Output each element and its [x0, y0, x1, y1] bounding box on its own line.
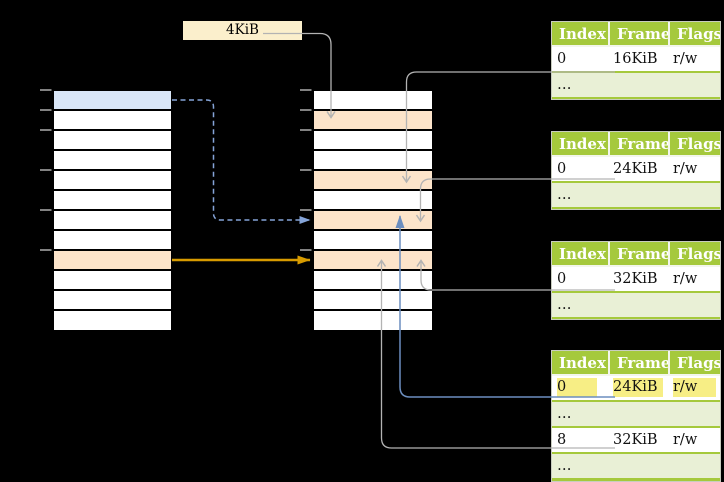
memory-cell-orange — [314, 251, 432, 271]
table-cell — [608, 293, 668, 317]
column-header-flags: Flags — [668, 242, 720, 265]
table-cell — [668, 293, 720, 317]
middle-memory-column — [313, 90, 433, 331]
table-row: 0 24KiB r/w — [552, 157, 720, 183]
memory-cell — [314, 91, 432, 111]
memory-cell — [314, 291, 432, 311]
table-row: … — [552, 293, 720, 317]
table-row: 0 24KiB r/w — [552, 376, 720, 402]
table-cell — [668, 402, 720, 426]
memory-cell — [54, 211, 171, 231]
table-cell: r/w — [673, 432, 698, 448]
memory-cell — [54, 231, 171, 251]
table-row: 0 32KiB r/w — [552, 267, 720, 293]
column-header-flags: Flags — [668, 351, 720, 374]
table-row: … — [552, 73, 720, 97]
table-cell: 24KiB — [608, 376, 668, 400]
memory-cell-orange — [314, 171, 432, 191]
memory-cell — [314, 311, 432, 330]
table-cell: … — [557, 297, 572, 313]
table-cell: 0 — [552, 376, 608, 400]
memory-cell — [314, 231, 432, 251]
table-cell: … — [557, 187, 572, 203]
highlighted-value: 24KiB — [613, 378, 663, 397]
table-cell: 0 — [557, 51, 567, 67]
table-cell: r/w — [673, 161, 698, 177]
memory-cell-orange — [54, 251, 171, 271]
table-row: 8 32KiB r/w — [552, 428, 720, 454]
column-header-frame: Frame — [608, 132, 668, 155]
table-cell: 0 — [557, 271, 567, 287]
table-cell: r/w — [673, 271, 698, 287]
memory-cell — [54, 111, 171, 131]
memory-cell — [54, 191, 171, 211]
table-cell: 24KiB — [613, 161, 658, 177]
table-cell — [608, 183, 668, 207]
table-cell — [668, 73, 720, 97]
memory-cell — [314, 191, 432, 211]
table-cell: r/w — [668, 376, 720, 400]
memory-cell — [314, 151, 432, 171]
table-cell: 16KiB — [613, 51, 658, 67]
memory-cell — [54, 171, 171, 191]
left-memory-column — [53, 90, 172, 331]
frame-size-label: 4KiB — [183, 21, 302, 40]
table-cell: 8 — [557, 432, 567, 448]
table-cell — [608, 73, 668, 97]
table-row: … — [552, 454, 720, 478]
column-header-index: Index — [552, 242, 608, 265]
highlighted-value: r/w — [673, 378, 716, 397]
memory-cell — [314, 271, 432, 291]
memory-cell-orange — [314, 211, 432, 231]
memory-cell — [314, 131, 432, 151]
column-header-frame: Frame — [608, 22, 668, 45]
memory-cell — [54, 151, 171, 171]
table-cell — [668, 183, 720, 207]
table-cell: … — [557, 458, 572, 474]
table-row: 0 16KiB r/w — [552, 47, 720, 73]
table-cell — [608, 454, 668, 478]
highlighted-value: 0 — [557, 378, 597, 397]
memory-cell — [54, 131, 171, 151]
column-header-index: Index — [552, 22, 608, 45]
table-cell: 32KiB — [613, 271, 658, 287]
memory-cell — [54, 291, 171, 311]
table-row: … — [552, 402, 720, 428]
table-cell: 0 — [557, 161, 567, 177]
table-cell: 32KiB — [613, 432, 658, 448]
table-row: … — [552, 183, 720, 207]
column-header-index: Index — [552, 351, 608, 374]
memory-cell — [54, 271, 171, 291]
column-header-frame: Frame — [608, 242, 668, 265]
memory-cell-blue — [54, 91, 171, 111]
table-cell: … — [557, 77, 572, 93]
connector-virtual-page-dashed-icon — [172, 99, 311, 224]
column-header-index: Index — [552, 132, 608, 155]
table-cell: r/w — [673, 51, 698, 67]
memory-cell — [54, 311, 171, 330]
memory-cell-orange — [314, 111, 432, 131]
table-cell — [608, 402, 668, 426]
column-header-flags: Flags — [668, 22, 720, 45]
column-header-flags: Flags — [668, 132, 720, 155]
column-header-frame: Frame — [608, 351, 668, 374]
table-cell: … — [557, 406, 572, 422]
table-cell — [668, 454, 720, 478]
